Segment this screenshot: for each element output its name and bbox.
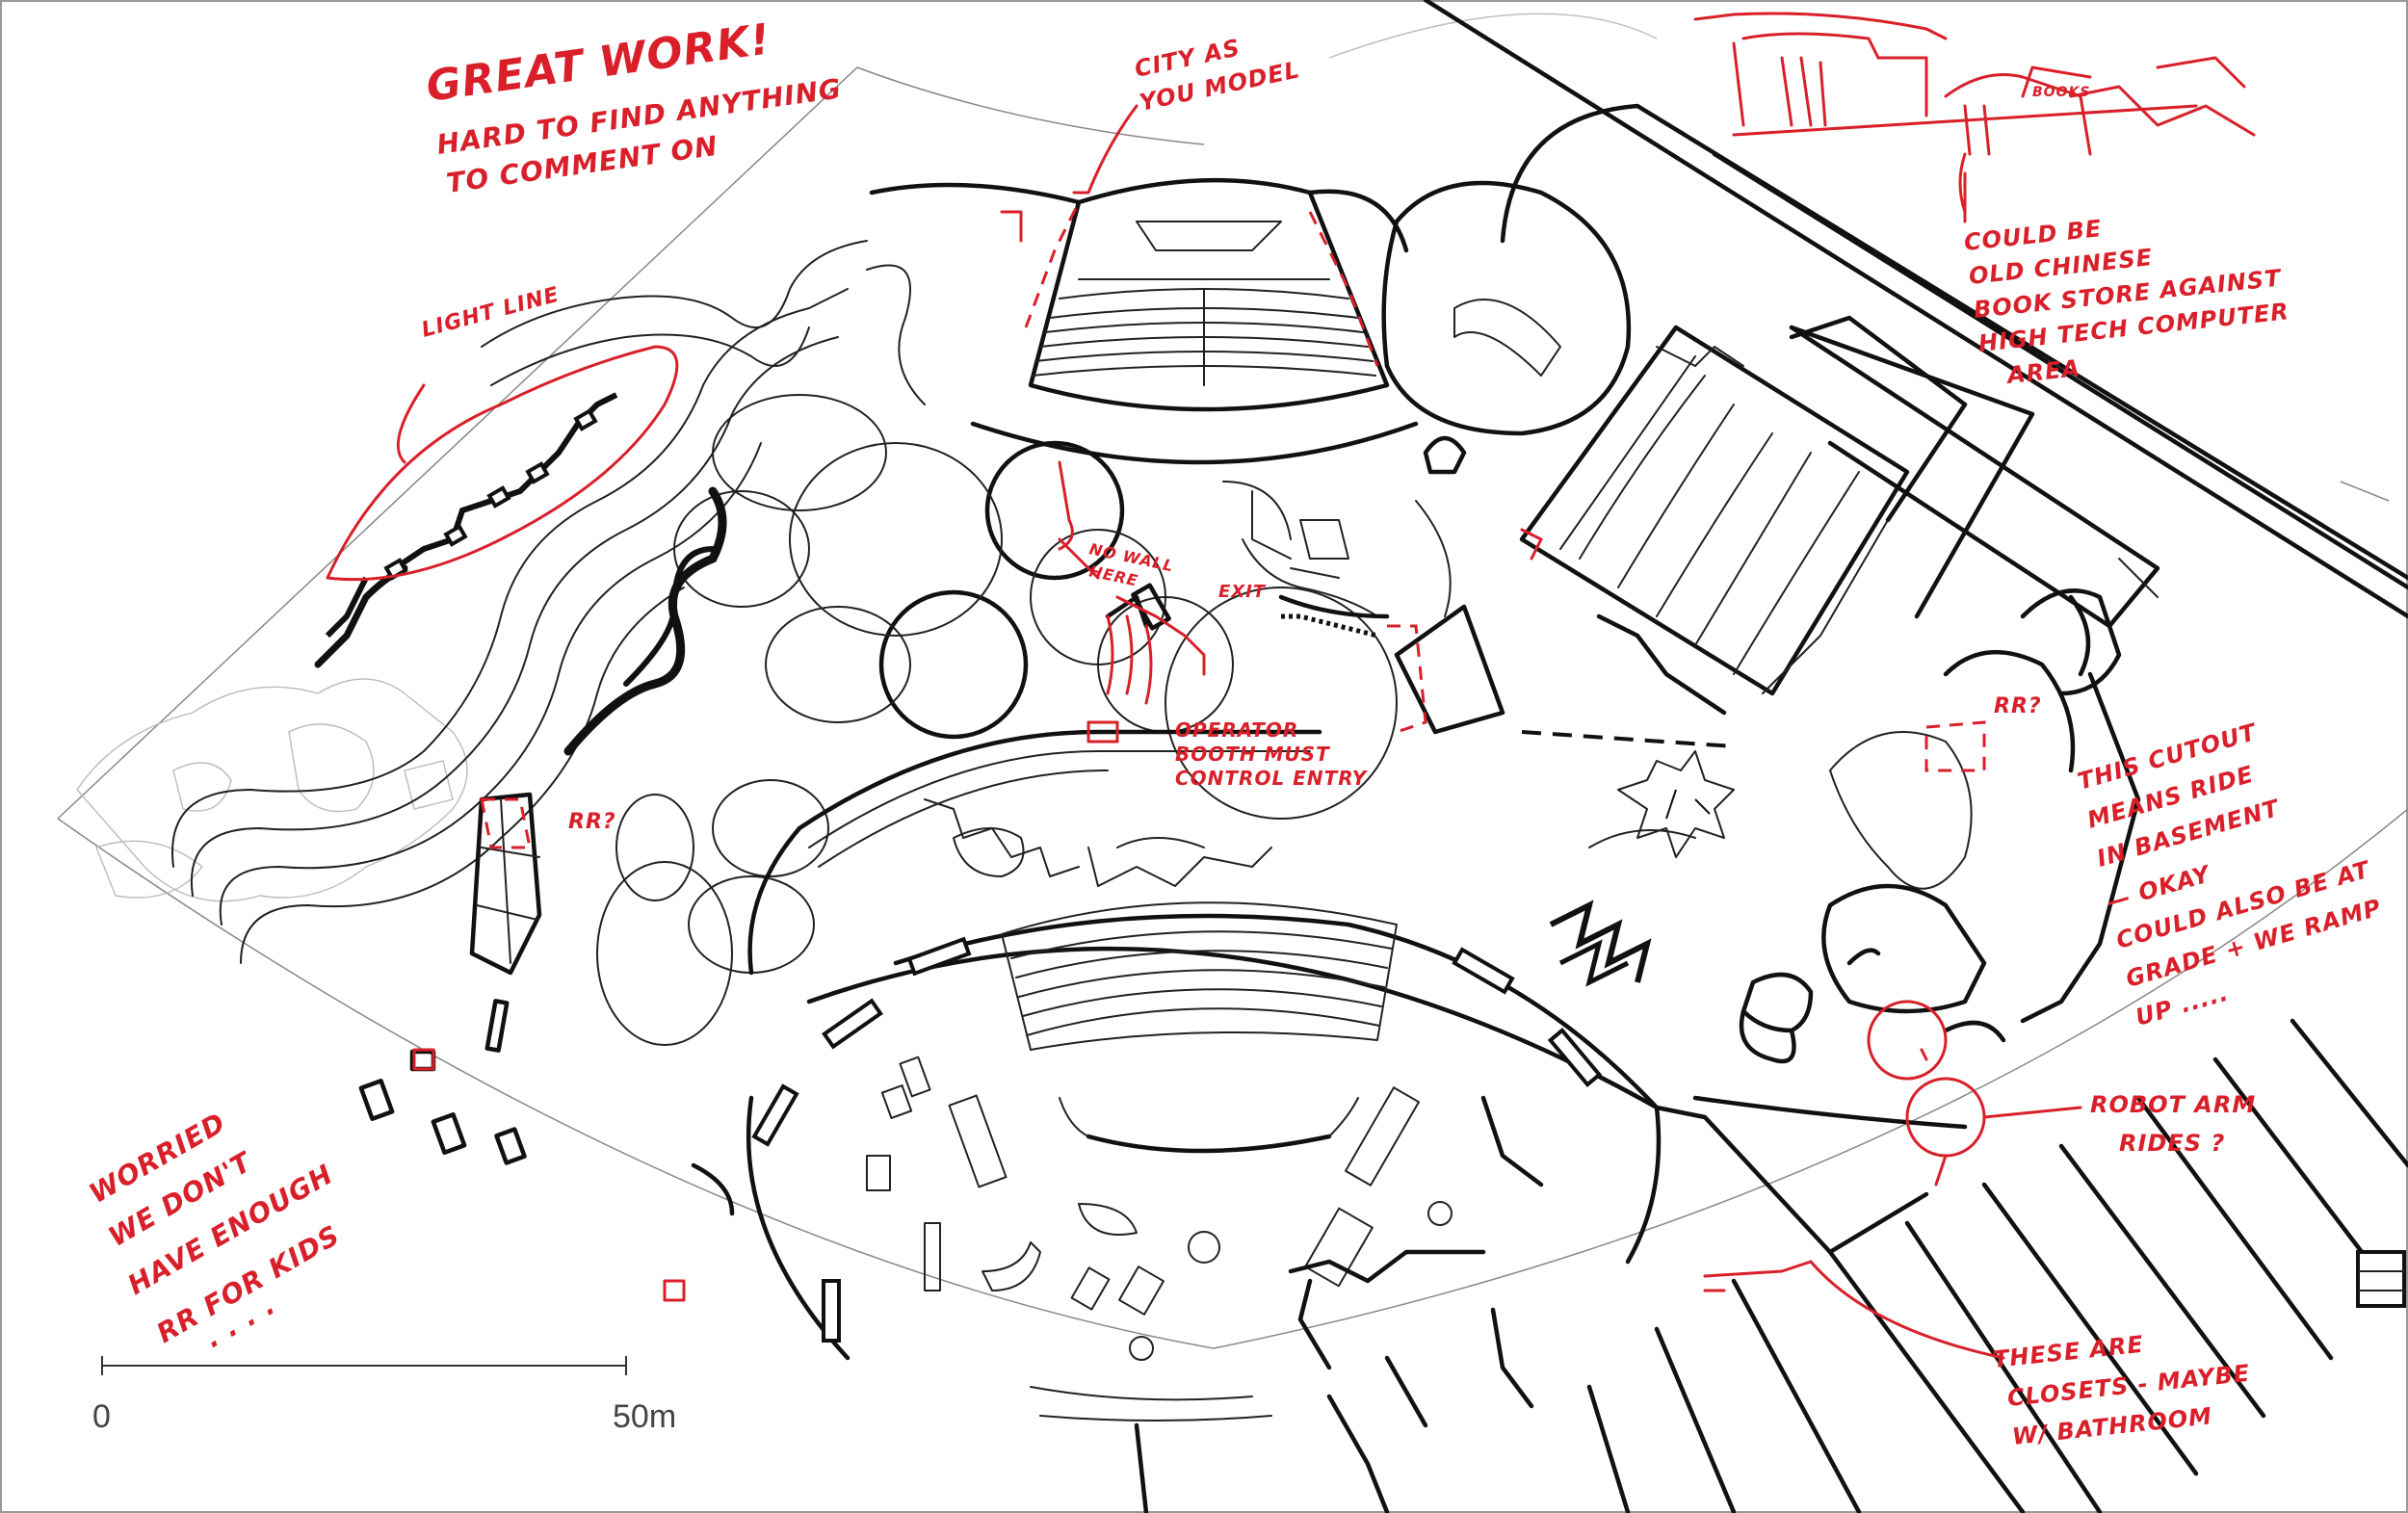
- bookstore-sketch: BOOKS: [1693, 12, 2256, 223]
- closets-note-line1: THESE ARE: [1992, 1331, 2145, 1373]
- scale-bar: 0 50m: [92, 1356, 676, 1435]
- robot-arm-note-line1: ROBOT ARM: [2090, 1091, 2256, 1118]
- star-sculpture: [1549, 750, 1735, 987]
- handwritten-notes: GREAT WORK! HARD TO FIND ANYTHING TO COM…: [84, 14, 2385, 1450]
- misc-central: [1105, 481, 1735, 748]
- light-line-note: LIGHT LINE: [419, 283, 562, 343]
- bookstore-note-line1: COULD BE: [1963, 215, 2104, 256]
- site-boundary: [57, 13, 2408, 1349]
- ring-doors: [751, 936, 1603, 1343]
- lower-amphitheater: [746, 901, 1662, 1361]
- exit-note: EXIT: [1218, 582, 1267, 602]
- right-building: [1519, 315, 2035, 716]
- circle-rooms: [596, 394, 1398, 1046]
- top-theater: [869, 177, 1419, 465]
- closets-note-line3: W/ BATHROOM: [2011, 1402, 2214, 1450]
- books-sign-text: BOOKS: [2032, 85, 2090, 100]
- scale-start-label: 0: [92, 1398, 111, 1435]
- lower-right-grid: [1030, 1018, 2408, 1513]
- light-line-structure: [325, 392, 618, 639]
- operator-note-line3: CONTROL ENTRY: [1175, 767, 1369, 790]
- operator-note-line1: OPERATOR: [1175, 718, 1298, 742]
- bookstore-note-line5: AREA: [2004, 354, 2082, 389]
- right-blob: [1381, 180, 1632, 475]
- robot-arm-note-line2: RIDES ?: [2119, 1130, 2225, 1157]
- central-ring: [691, 729, 1660, 1216]
- operator-note-line2: BOOTH MUST: [1175, 743, 1330, 766]
- right-organic-rooms: [1588, 588, 2141, 1064]
- rr-left-note: RR?: [568, 810, 616, 834]
- road: [1423, 0, 2408, 629]
- house-structure: [358, 792, 542, 1165]
- scale-end-label: 50m: [613, 1398, 676, 1435]
- world-map-outline: [76, 678, 468, 902]
- red-markup: [326, 104, 2082, 1360]
- rr-right-note: RR?: [1994, 694, 2042, 718]
- light-line-corridor: [171, 240, 926, 964]
